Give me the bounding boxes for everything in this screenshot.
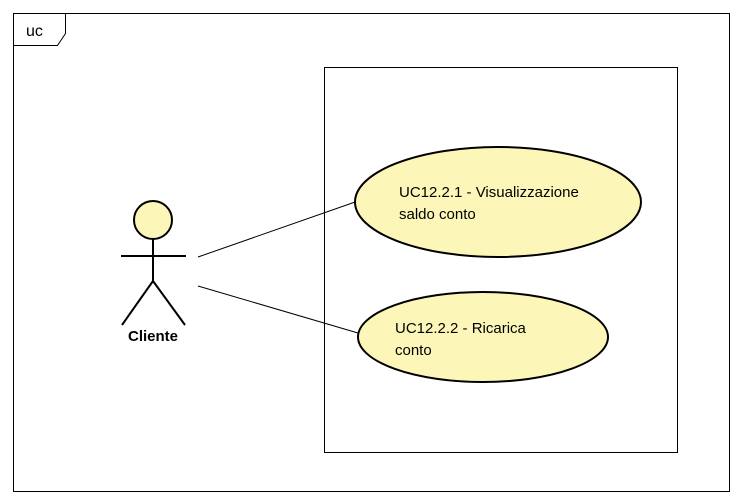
use-case-2-line2: conto: [395, 342, 432, 359]
use-case-1-line2: saldo conto: [399, 206, 476, 223]
actor-cliente[interactable]: [121, 200, 186, 326]
use-case-1-ellipse: [354, 146, 642, 258]
frame-tag: [13, 13, 66, 46]
system-boundary: [324, 67, 678, 453]
actor-head: [133, 200, 173, 240]
use-case-2[interactable]: UC12.2.2 - Ricarica conto: [357, 291, 609, 383]
association-line-2: [197, 285, 359, 334]
use-case-2-line1: UC12.2.2 - Ricarica: [395, 320, 527, 337]
actor-left-leg: [121, 280, 154, 326]
use-case-1[interactable]: UC12.2.1 - Visualizzazione saldo conto: [354, 146, 642, 258]
association-line-1: [197, 200, 359, 258]
actor-name: Cliente: [128, 328, 178, 345]
use-case-1-line1: UC12.2.1 - Visualizzazione: [399, 184, 579, 201]
actor-right-leg: [152, 280, 186, 326]
use-case-2-ellipse: [357, 291, 609, 383]
frame-label: uc: [26, 23, 43, 40]
